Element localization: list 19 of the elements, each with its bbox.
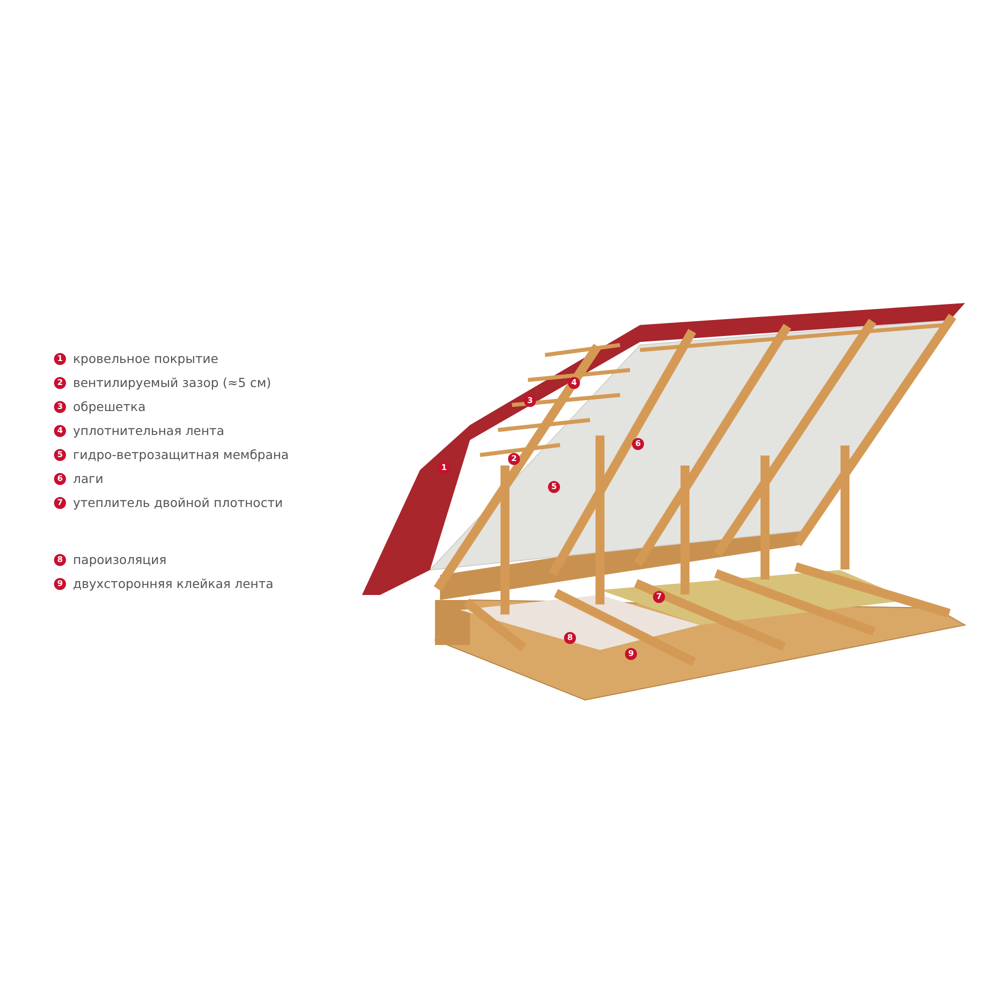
callout-number: 6 xyxy=(54,473,66,485)
callout-number: 4 xyxy=(54,425,66,437)
callout-number: 1 xyxy=(54,353,66,365)
callout-number: 2 xyxy=(508,453,520,465)
legend-text: вентилируемый зазор (≈5 см) xyxy=(73,375,272,390)
callout-number: 8 xyxy=(54,554,66,566)
legend-text: пароизоляция xyxy=(73,552,166,567)
callout-number: 5 xyxy=(54,449,66,461)
legend-text: утеплитель двойной плотности xyxy=(73,495,283,510)
legend-text: обрешетка xyxy=(73,399,146,414)
callout-number: 9 xyxy=(54,578,66,590)
legend-text: гидро-ветрозащитная мембрана xyxy=(73,447,289,462)
callout-number: 2 xyxy=(54,377,66,389)
callout-number: 7 xyxy=(54,497,66,509)
legend-text: лаги xyxy=(73,471,104,486)
legend-text: кровельное покрытие xyxy=(73,351,218,366)
callout-number: 3 xyxy=(54,401,66,413)
legend-text: уплотнительная лента xyxy=(73,423,224,438)
legend-text: двухсторонняя клейкая лента xyxy=(73,576,274,591)
